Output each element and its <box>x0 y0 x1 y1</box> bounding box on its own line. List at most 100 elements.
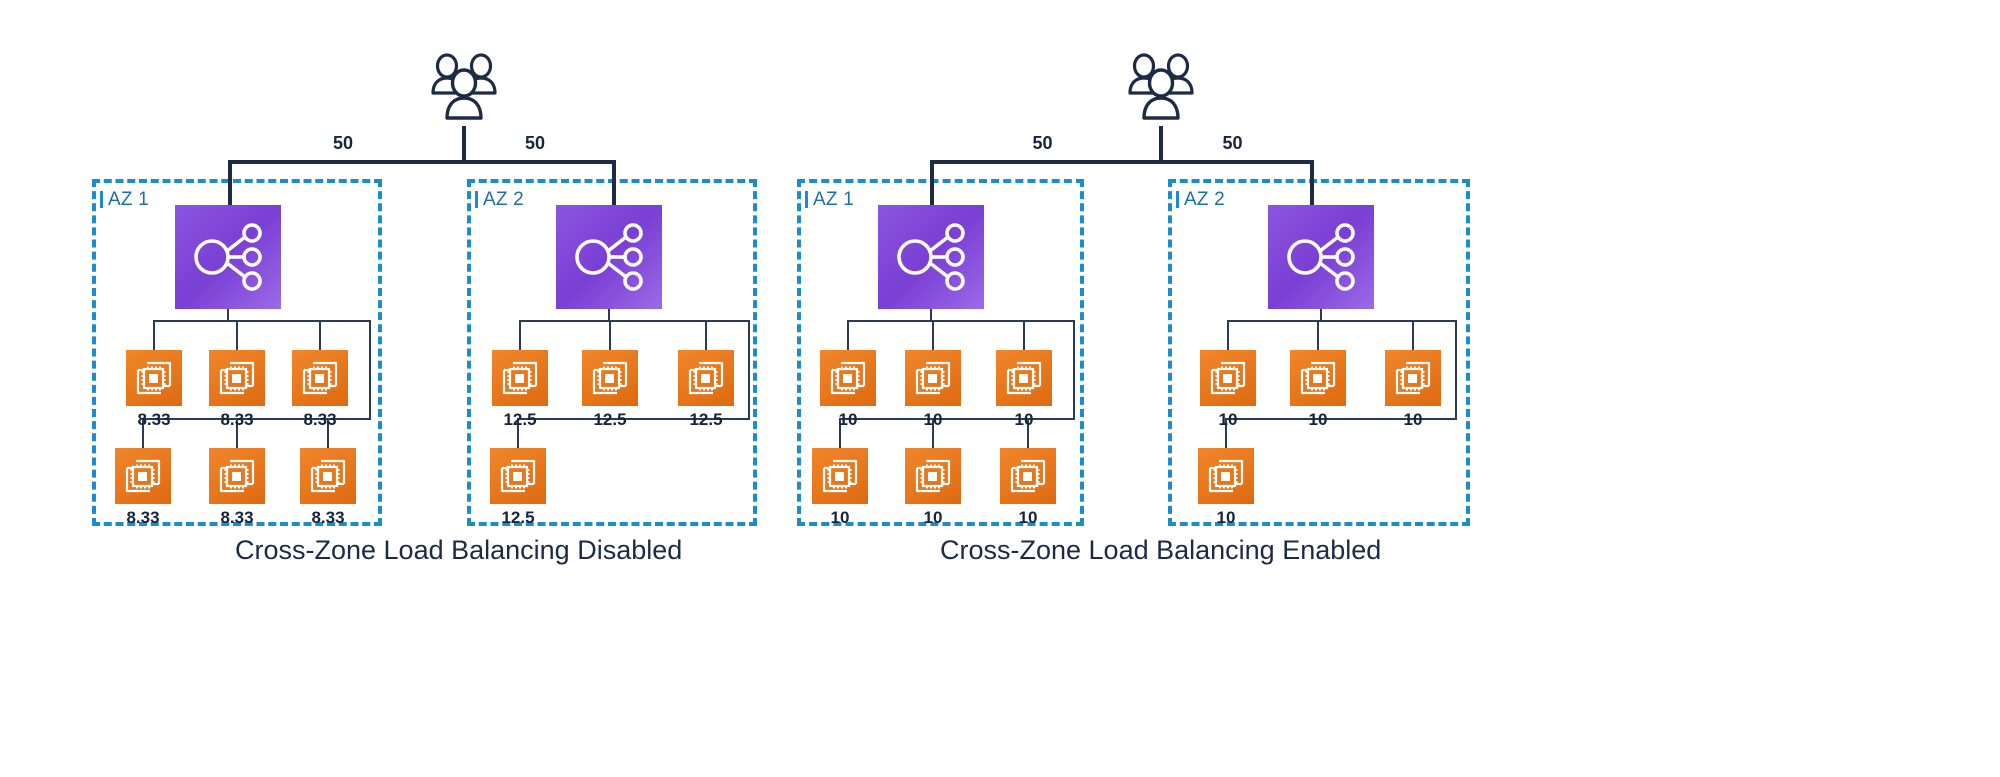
instance-weight-label: 8.33 <box>303 410 337 429</box>
elastic-load-balancer-icon[interactable] <box>1268 205 1374 309</box>
ec2-instance-icon[interactable] <box>582 350 638 406</box>
row2-bus <box>142 418 369 420</box>
instance-weight-label: 10 <box>1403 410 1423 429</box>
edge-weight-label: 50 <box>1032 133 1053 153</box>
instance-weight-label: 12.5 <box>689 410 723 429</box>
instance-weight-label: 10 <box>1216 508 1236 527</box>
lb-stem <box>227 309 229 322</box>
instance-weight-label: 12.5 <box>593 410 627 429</box>
lb-fanout-bus <box>154 320 369 322</box>
instance-drop <box>1023 320 1025 350</box>
wrap-vertical <box>1073 320 1075 420</box>
row2-bus <box>517 418 748 420</box>
edge-weight-label: 50 <box>1222 133 1243 153</box>
row2-bus <box>839 418 1073 420</box>
instance-drop <box>236 320 238 350</box>
ec2-instance-icon[interactable] <box>996 350 1052 406</box>
instance-weight-label: 8.33 <box>126 508 160 527</box>
instance-weight-label: 8.33 <box>137 410 171 429</box>
bus-to-lb-drop <box>1310 160 1314 205</box>
ec2-instance-icon[interactable] <box>812 448 868 504</box>
users-to-az-bus <box>228 160 612 164</box>
instance-drop <box>847 320 849 350</box>
az-label: AZ 1 <box>805 189 854 210</box>
instance-weight-label: 10 <box>1018 508 1038 527</box>
users-to-az-bus <box>930 160 1310 164</box>
instance-weight-label: 10 <box>1308 410 1328 429</box>
bus-to-lb-drop <box>228 160 232 205</box>
ec2-instance-icon[interactable] <box>490 448 546 504</box>
instance-drop <box>153 320 155 350</box>
ec2-instance-icon[interactable] <box>300 448 356 504</box>
ec2-instance-icon[interactable] <box>115 448 171 504</box>
instance-drop <box>519 320 521 350</box>
wrap-vertical <box>369 320 371 420</box>
instance-drop <box>517 418 519 448</box>
instance-weight-label: 8.33 <box>311 508 345 527</box>
instance-weight-label: 12.5 <box>501 508 535 527</box>
az-panel-2: AZ 2 <box>1168 179 1470 526</box>
instance-drop <box>705 320 707 350</box>
users-stem <box>1159 126 1163 164</box>
group-caption: Cross-Zone Load Balancing Disabled <box>235 535 683 565</box>
elastic-load-balancer-icon[interactable] <box>175 205 281 309</box>
elastic-load-balancer-icon[interactable] <box>878 205 984 309</box>
ec2-instance-icon[interactable] <box>209 350 265 406</box>
ec2-instance-icon[interactable] <box>1200 350 1256 406</box>
wrap-vertical <box>748 320 750 420</box>
ec2-instance-icon[interactable] <box>820 350 876 406</box>
instance-weight-label: 10 <box>923 410 943 429</box>
ec2-instance-icon[interactable] <box>1290 350 1346 406</box>
users-stem <box>462 126 466 164</box>
ec2-instance-icon[interactable] <box>678 350 734 406</box>
ec2-instance-icon[interactable] <box>905 448 961 504</box>
edge-weight-label: 50 <box>333 133 354 153</box>
instance-drop <box>839 418 841 448</box>
elastic-load-balancer-icon[interactable] <box>556 205 662 309</box>
users-icon <box>1122 52 1200 135</box>
bus-to-lb-drop <box>930 160 934 205</box>
ec2-instance-icon[interactable] <box>292 350 348 406</box>
bus-to-lb-drop <box>612 160 616 205</box>
lb-fanout-bus <box>520 320 748 322</box>
instance-drop <box>236 418 238 448</box>
edge-weight-label: 50 <box>525 133 546 153</box>
az-label: AZ 2 <box>1176 189 1225 210</box>
lb-fanout-bus <box>1228 320 1455 322</box>
instance-drop <box>932 418 934 448</box>
instance-drop <box>1027 418 1029 448</box>
ec2-instance-icon[interactable] <box>209 448 265 504</box>
instance-drop <box>327 418 329 448</box>
ec2-instance-icon[interactable] <box>1000 448 1056 504</box>
instance-weight-label: 10 <box>1014 410 1034 429</box>
instance-drop <box>1412 320 1414 350</box>
users-icon <box>425 52 503 135</box>
az-panel-1: AZ 1 <box>797 179 1084 526</box>
lb-stem <box>1320 309 1322 322</box>
lb-stem <box>930 309 932 322</box>
instance-drop <box>609 320 611 350</box>
ec2-instance-icon[interactable] <box>1198 448 1254 504</box>
instance-weight-label: 10 <box>838 410 858 429</box>
wrap-vertical <box>1455 320 1457 420</box>
instance-weight-label: 12.5 <box>503 410 537 429</box>
instance-weight-label: 8.33 <box>220 410 254 429</box>
instance-drop <box>142 418 144 448</box>
ec2-instance-icon[interactable] <box>905 350 961 406</box>
instance-weight-label: 10 <box>830 508 850 527</box>
az-label: AZ 2 <box>475 189 524 210</box>
group-caption: Cross-Zone Load Balancing Enabled <box>940 535 1382 565</box>
ec2-instance-icon[interactable] <box>1385 350 1441 406</box>
az-label: AZ 1 <box>100 189 149 210</box>
row2-bus <box>1225 418 1455 420</box>
instance-drop <box>319 320 321 350</box>
instance-drop <box>1227 320 1229 350</box>
ec2-instance-icon[interactable] <box>126 350 182 406</box>
ec2-instance-icon[interactable] <box>492 350 548 406</box>
instance-drop <box>1317 320 1319 350</box>
instance-weight-label: 10 <box>1218 410 1238 429</box>
instance-drop <box>1225 418 1227 448</box>
lb-fanout-bus <box>848 320 1073 322</box>
az-panel-1: AZ 1 <box>92 179 382 526</box>
